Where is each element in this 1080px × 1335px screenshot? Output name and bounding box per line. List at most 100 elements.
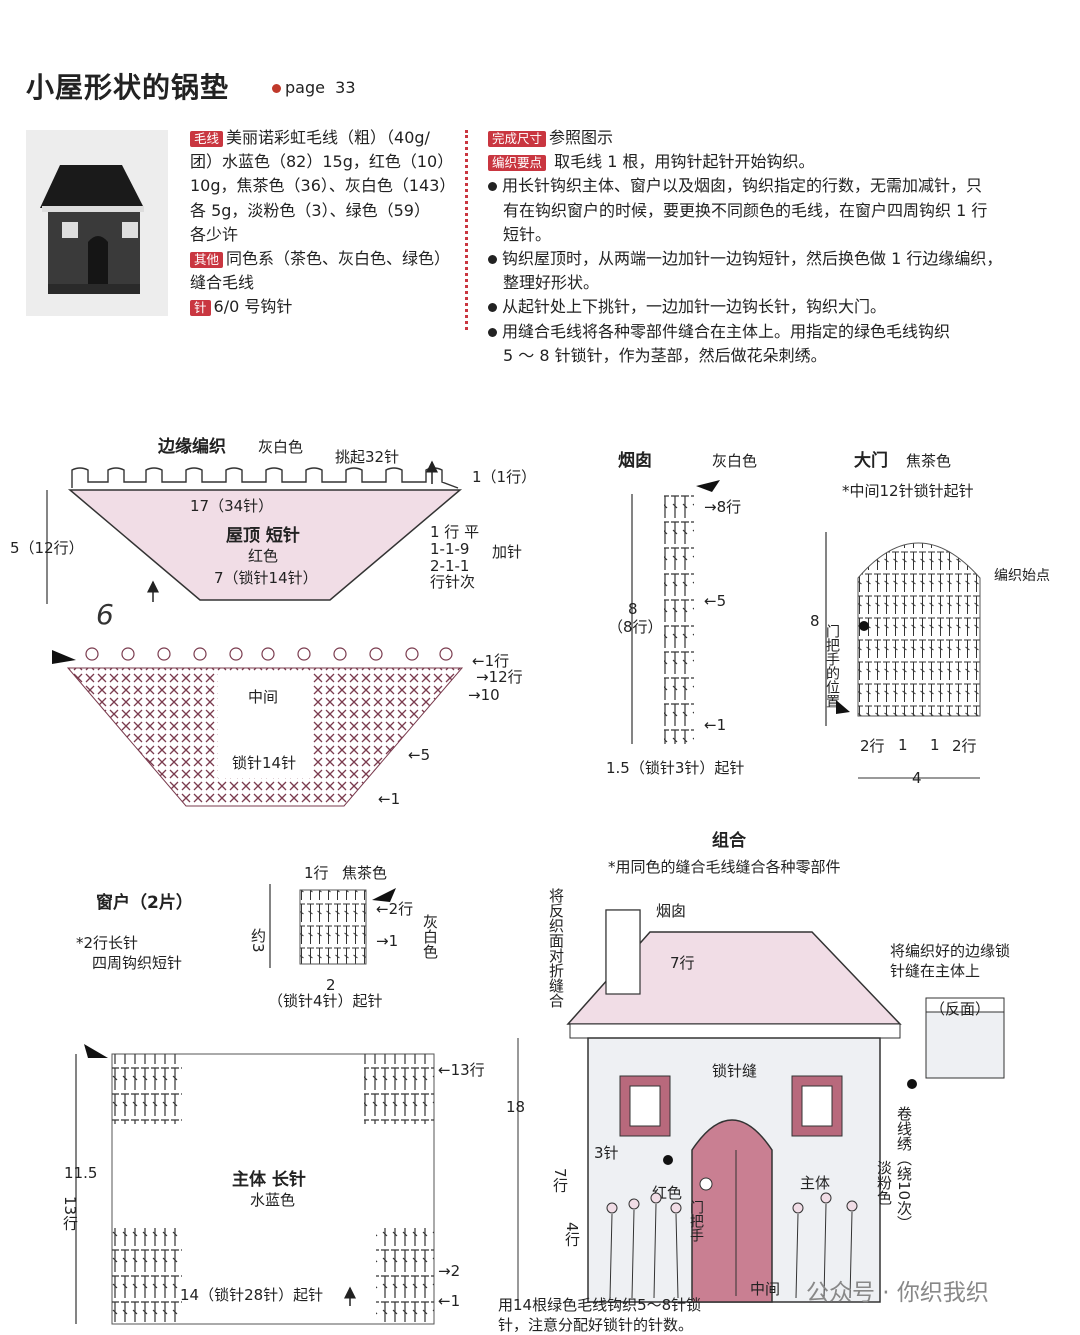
row1-label: 1（1行） [472, 468, 536, 486]
door-chart: 大门 焦茶色 *中间12针锁针起针 编织始点 8 门把手的位置 2行 1 1 2… [810, 450, 1050, 787]
page-reference: page 33 [272, 78, 356, 97]
other-tag: 其他 [190, 252, 224, 269]
other-line: 同色系（茶色、灰白色、绿色） [226, 249, 451, 269]
house-door [691, 1119, 773, 1303]
window-width: 2 [326, 976, 336, 994]
door-bottom: 1 [898, 736, 908, 754]
house-photo-image [26, 130, 168, 316]
instructions-block: 完成尺寸参照图示 编织要点 取毛线 1 根，用钩针起针开始钩织。 用长针钩织主体… [488, 126, 1048, 368]
window-row1: 1行 [304, 864, 329, 882]
body-rows: 13行 [61, 1196, 79, 1231]
body-row2: →2 [438, 1262, 460, 1280]
yarn-line: 各 5g，淡粉色（3）、绿色（59） [190, 200, 430, 220]
roof-height: 5（12行） [10, 539, 84, 557]
stem-note: 用14根绿色毛线钩织5～8针锁 [498, 1296, 701, 1314]
window-row2: ←2行 [376, 900, 413, 918]
assembly-title: 组合 [712, 830, 747, 851]
bullet-icon [488, 327, 497, 337]
body-chart: 主体 长针 水蓝色 ←13行 →2 ←1 11.5 13行 14（锁针28针）起… [61, 1044, 485, 1325]
bullet-icon [488, 303, 497, 313]
watermark: 公众号 · 你织我织 [806, 1280, 989, 1306]
stitch3-label: 3针 [594, 1144, 619, 1162]
instruction-line: 用缝合毛线将各种零部件缝合在主体上。用指定的绿色毛线钩织 [502, 321, 951, 341]
roof-shape [67, 489, 463, 601]
inc-line: 1-1-9 [430, 540, 469, 558]
inc-label: 加针 [492, 543, 522, 561]
count17-label: 17（34针） [190, 497, 273, 515]
row-arrow: ←1 [378, 790, 400, 808]
page-title: 小屋形状的锅垫 [26, 71, 230, 104]
body-height: 11.5 [64, 1164, 97, 1182]
instruction-line: 从起针处上下挑针，一边加针一边钩长针，钩织大门。 [502, 297, 887, 317]
door-bottom: 2行 [860, 737, 885, 755]
roof-rows: 7行 [670, 954, 695, 972]
row-8: →8行 [704, 498, 741, 516]
instruction-line: 整理好形状。 [503, 273, 600, 293]
center-gap [218, 672, 312, 778]
row-arrow: ←1行 [472, 652, 509, 670]
other-line: 缝合毛线 [190, 273, 255, 293]
instruction-line: 钩织屋顶时，从两端一边加针一边钩短针，然后换色做 1 行边缘编织， [502, 249, 1003, 269]
door-start-text: 编织始点 [994, 568, 1050, 584]
window-note: *2行长针 [76, 934, 138, 952]
chimney-height: 8 [628, 600, 638, 618]
inc-line: 1 行 平 [430, 523, 479, 541]
bullet-icon [488, 182, 497, 192]
window-height: 约3 [249, 928, 267, 953]
size-text: 参照图示 [549, 128, 614, 147]
edge-title: 边缘编织 [157, 436, 226, 457]
yarn-line: 美丽诺彩虹毛线（粗）（40g/ [226, 128, 430, 147]
roof-name: 屋顶 短针 [226, 525, 300, 546]
assembly-diagram: 组合 *用同色的缝合毛线缝合各种零部件 将反织面对折缝合 烟囱 7行 锁针缝 将… [498, 830, 1010, 1334]
body-color: 水蓝色 [250, 1191, 295, 1209]
hook-text: 6/0 号钩针 [213, 297, 293, 317]
symbol-base: 锁针14针 [232, 754, 296, 772]
door-stitches [857, 542, 981, 717]
window-color2: 灰白色 [421, 914, 439, 959]
chimney-label: 烟囱 [656, 902, 686, 920]
row-5: ←5 [704, 592, 726, 610]
instruction-line: 有在钩织窗户的时候，要更换不同颜色的毛线，在窗户四周钩织 1 行 [503, 200, 988, 220]
yarn-tag: 毛线 [190, 131, 224, 147]
potholder-photo [26, 130, 168, 316]
start-marker-icon [52, 650, 76, 664]
mid-label: 中间 [750, 1280, 780, 1298]
edge-attach: 将编织好的边缘锁 [890, 942, 1010, 960]
left-window-pane [629, 1085, 661, 1127]
roof-symbol-chart: 中间 锁针14针 ←1行 →12行 →10 ←5 ←1 [52, 647, 523, 808]
stem-note: 针，注意分配好锁针的针数。 [498, 1316, 693, 1334]
stitch-corner [376, 1228, 434, 1322]
window-stitches [299, 889, 367, 965]
points-text: 取毛线 1 根，用钩针起针开始钩织。 [554, 152, 815, 172]
stitch-corner [112, 1228, 182, 1322]
window-title: 窗户（2片） [96, 892, 193, 913]
start-marker-icon [84, 1044, 108, 1058]
red-dot-icon [663, 1155, 673, 1165]
door-handle-icon [699, 1177, 713, 1191]
size-tag: 完成尺寸 [488, 131, 547, 147]
body-base: 14（锁针28针）起针 [180, 1286, 323, 1304]
back-label: （反面） [930, 1000, 990, 1018]
rows4-label: 4行 [563, 1222, 581, 1248]
chain-stitch-label: 锁针缝 [712, 1062, 757, 1080]
page-number: 33 [335, 78, 356, 97]
instruction-line: 用长针钩织主体、窗户以及烟囱，钩织指定的行数，无需加减针，只 [502, 176, 983, 196]
edge-picots [85, 647, 453, 661]
door-bottom: 2行 [952, 737, 977, 755]
edge-color: 灰白色 [258, 438, 303, 456]
materials-block: 毛线美丽诺彩虹毛线（粗）（40g/ 团）水蓝色（82）15g，红色（10） 10… [190, 126, 460, 320]
row-arrow: →10 [468, 686, 500, 704]
roof-schematic: 边缘编织 灰白色 挑起32针 1（1行） 17（34针） 屋顶 短针 红色 7（… [10, 436, 536, 631]
window-base: （锁针4针）起针 [268, 992, 383, 1010]
chimney-chart: 烟囱 灰白色 →8行 ←5 ←1 8 （8行） 1.5（锁针3针）起针 [606, 450, 757, 777]
stitch-column [664, 494, 694, 744]
inc-unit: 行针次 [430, 573, 475, 591]
bullet-icon [488, 255, 497, 265]
instruction-line: 5 ～ 8 针锁针，作为茎部，然后做花朵刺绣。 [503, 345, 827, 365]
door-height: 8 [810, 612, 820, 630]
pink-label: 淡粉色 [875, 1160, 893, 1205]
hook-tag: 针 [190, 300, 211, 317]
body-row1: ←1 [438, 1292, 460, 1310]
